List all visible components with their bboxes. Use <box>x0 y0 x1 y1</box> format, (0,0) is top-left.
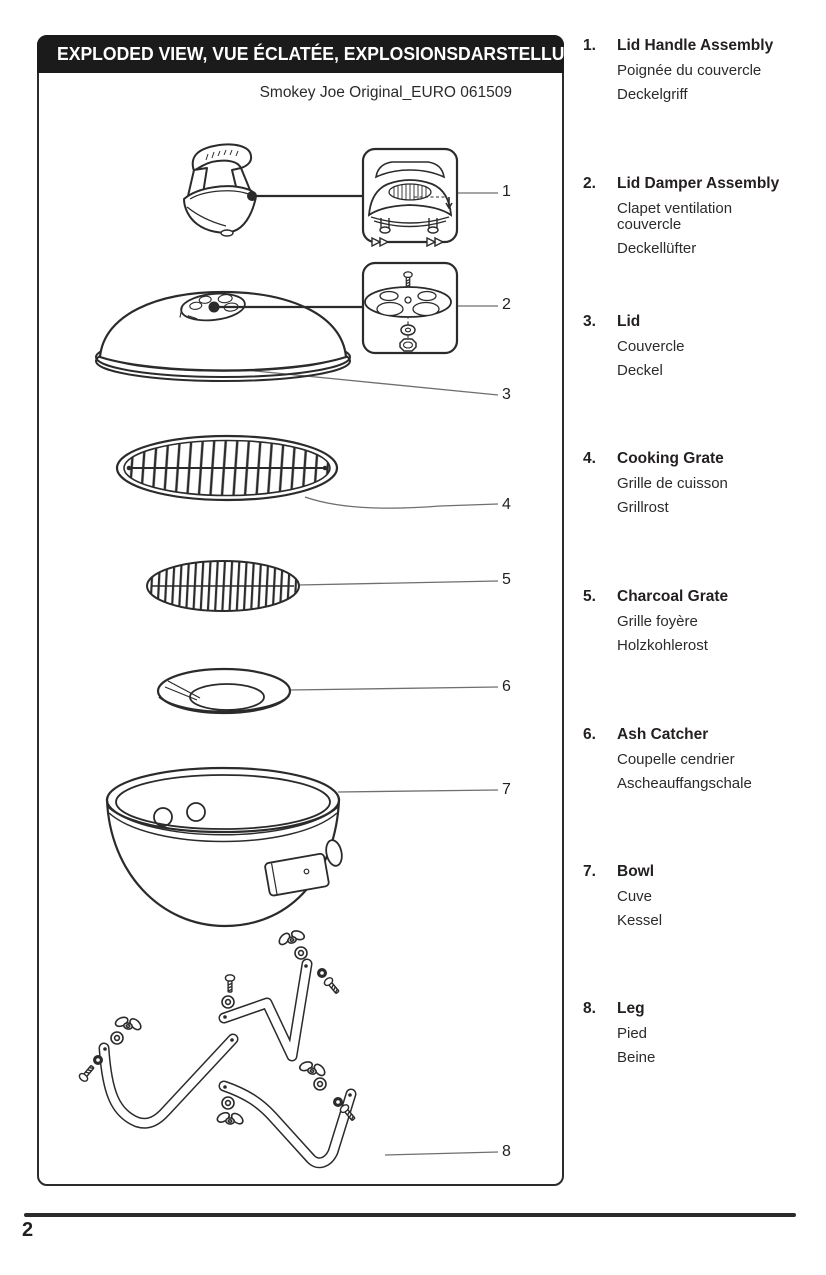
part-number: 6. <box>583 726 596 743</box>
part-name-de: Grillrost <box>617 499 669 516</box>
page-number: 2 <box>22 1219 34 1241</box>
part-item-4: 4. Cooking Grate Grille de cuisson Grill… <box>583 451 815 524</box>
part-name-de: Beine <box>617 1049 656 1066</box>
lid-drawing <box>95 290 363 382</box>
callout-5: 5 <box>502 571 511 588</box>
callout-3: 3 <box>502 386 511 403</box>
legs-drawing <box>77 925 358 1169</box>
part-number: 2. <box>583 175 596 192</box>
callout-2: 2 <box>502 296 511 313</box>
callout-7: 7 <box>502 781 511 798</box>
charcoal-grate-drawing <box>146 560 300 612</box>
part-name-fr: Poignée du couvercle <box>617 62 762 79</box>
bowl-drawing <box>105 766 343 928</box>
part-name-de: Ascheauffangschale <box>617 775 752 792</box>
part-name-en: Ash Catcher <box>617 726 709 743</box>
part-name-en: Charcoal Grate <box>617 588 729 605</box>
part-name-fr: Coupelle cendrier <box>617 751 735 768</box>
callout-6: 6 <box>502 678 511 695</box>
cooking-grate-drawing <box>115 434 339 502</box>
callout-1: 1 <box>502 183 511 200</box>
lid-handle-drawing <box>183 143 363 237</box>
part-name-en: Lid Handle Assembly <box>617 37 774 54</box>
part-name-de: Deckel <box>617 362 663 379</box>
part-name-en: Lid <box>617 313 641 330</box>
part-name-fr: Grille foyère <box>617 613 698 630</box>
part-number: 4. <box>583 450 596 467</box>
part-item-5: 5. Charcoal Grate Grille foyère Holzkohl… <box>583 589 815 662</box>
part-name-fr: Couvercle <box>617 338 685 355</box>
panel-title-bar: EXPLODED VIEW, VUE ÉCLATÉE, EXPLOSIONSDA… <box>37 35 591 73</box>
part-name-fr: Pied <box>617 1025 648 1042</box>
part-name-de: Deckelgriff <box>617 86 688 103</box>
lid-damper-detail-box <box>361 261 459 355</box>
part-item-2: 2. Lid Damper Assembly Clapet ventilatio… <box>583 176 815 265</box>
part-name-en: Bowl <box>617 863 655 880</box>
part-name-fr: Grille de cuisson <box>617 475 728 492</box>
part-item-3: 3. Lid Couvercle Deckel <box>583 314 815 387</box>
panel-title: EXPLODED VIEW, VUE ÉCLATÉE, EXPLOSIONSDA… <box>57 43 591 64</box>
part-item-6: 6. Ash Catcher Coupelle cendrier Ascheau… <box>583 727 815 800</box>
model-subtitle: Smokey Joe Original_EURO 061509 <box>259 84 512 101</box>
callout-4: 4 <box>502 496 511 513</box>
lid-handle-detail-box <box>361 147 459 248</box>
footer-rule <box>24 1213 796 1217</box>
part-name-de: Holzkohlerost <box>617 637 708 654</box>
part-number: 3. <box>583 313 596 330</box>
callout-8: 8 <box>502 1143 511 1160</box>
part-name-fr: Cuve <box>617 888 653 905</box>
part-name-en: Leg <box>617 1000 645 1017</box>
ash-catcher-drawing <box>156 667 292 715</box>
part-number: 7. <box>583 863 596 880</box>
part-number: 8. <box>583 1000 596 1017</box>
part-item-1: 1. Lid Handle Assembly Poignée du couver… <box>583 38 815 111</box>
part-item-7: 7. Bowl Cuve Kessel <box>583 864 815 937</box>
part-item-8: 8. Leg Pied Beine <box>583 1001 815 1074</box>
part-name-de: Kessel <box>617 912 663 929</box>
part-name-fr: Clapet ventilation couvercle <box>617 200 733 233</box>
part-number: 1. <box>583 37 596 54</box>
part-name-de: Deckellüfter <box>617 240 697 257</box>
part-number: 5. <box>583 588 596 605</box>
part-name-en: Lid Damper Assembly <box>617 175 780 192</box>
part-name-en: Cooking Grate <box>617 450 724 467</box>
